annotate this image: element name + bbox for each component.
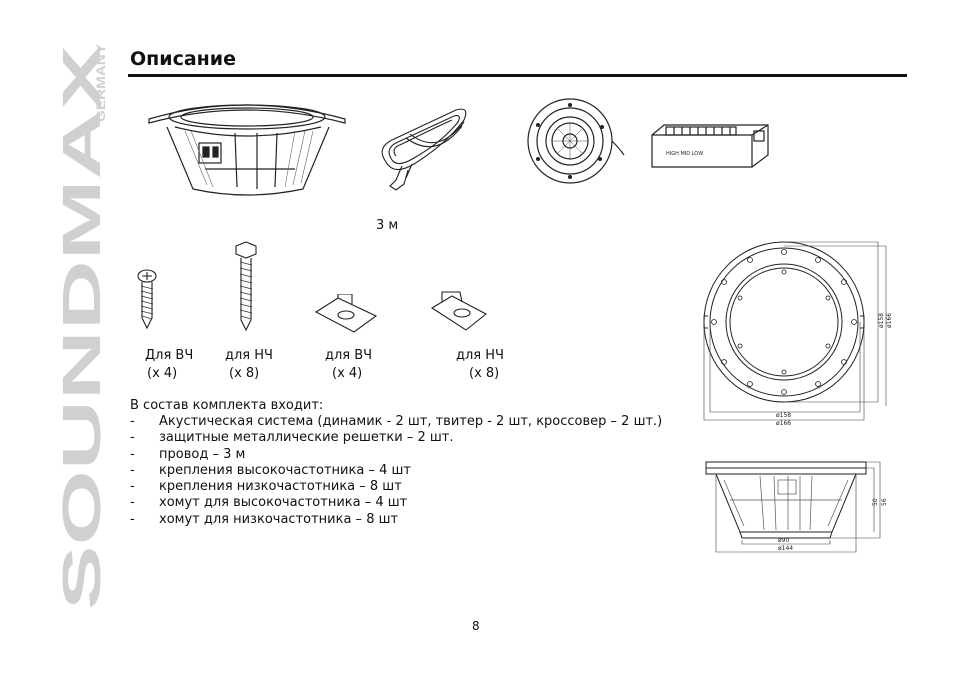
screw-long-image xyxy=(235,241,257,332)
list-item: -крепления высокочастотника – 4 шт xyxy=(130,462,411,478)
screw-small-image xyxy=(137,269,157,330)
dim-front-d2-h: ø166 xyxy=(776,420,791,427)
kit-intro: В состав комплекта входит: xyxy=(130,398,324,413)
fastener-1-label: Для ВЧ xyxy=(145,348,194,363)
kit-item-text: крепления низкочастотника – 8 шт xyxy=(159,479,402,495)
dim-side-w1: ø90 xyxy=(778,537,789,544)
list-item: -хомут для низкочастотника – 8 шт xyxy=(130,511,399,527)
dim-front-d1-h: ø158 xyxy=(776,412,791,419)
speaker-front-drawing: ø158 ø166 ø158 ø166 xyxy=(703,241,893,427)
page-number: 8 xyxy=(472,619,480,633)
list-item: -хомут для высокочастотника – 4 шт xyxy=(130,495,408,511)
kit-item-text: Акустическая система (динамик - 2 шт, тв… xyxy=(159,414,663,429)
list-item: -Акустическая система (динамик - 2 шт, т… xyxy=(130,414,663,429)
kit-item-text: хомут для низкочастотника – 8 шт xyxy=(159,511,399,527)
kit-list: -Акустическая система (динамик - 2 шт, т… xyxy=(130,414,662,528)
brand-logo: SOUNDMAX GERMANY xyxy=(58,44,108,610)
dim-side-h2: 56 xyxy=(881,498,888,506)
list-item: -крепления низкочастотника – 8 шт xyxy=(130,479,402,495)
dim-front-d1: ø158 xyxy=(878,313,885,328)
page-title: Описание xyxy=(130,48,237,70)
fastener-2-qty: (x 8) xyxy=(229,366,260,381)
fastener-1-qty: (x 4) xyxy=(147,366,178,381)
fastener-4-qty: (x 8) xyxy=(469,366,500,381)
bracket-small-image xyxy=(314,294,378,333)
list-item: -защитные металлические решетки – 2 шт. xyxy=(130,430,454,446)
wire-length-label: 3 м xyxy=(376,218,399,233)
fastener-4-label: для НЧ xyxy=(456,348,504,363)
tweeter-image xyxy=(527,98,625,184)
bracket-large-image xyxy=(430,291,487,331)
dim-side-h1: 50 xyxy=(872,498,879,506)
kit-item-text: защитные металлические решетки – 2 шт. xyxy=(159,430,454,446)
dim-front-d2: ø166 xyxy=(886,313,893,328)
fastener-3-label: для ВЧ xyxy=(325,348,373,363)
crossover-image: HIGH MID LOW xyxy=(651,124,769,168)
brand-name: SOUNDMAX xyxy=(58,45,108,610)
kit-item-text: провод – 3 м xyxy=(159,446,246,462)
kit-item-text: хомут для высокочастотника – 4 шт xyxy=(159,495,408,511)
speaker-side-drawing: ø90 ø144 50 56 xyxy=(705,461,888,553)
fastener-3-qty: (x 4) xyxy=(332,366,363,381)
fastener-2-label: для НЧ xyxy=(225,348,273,363)
crossover-terminal-labels: HIGH MID LOW xyxy=(666,151,703,157)
dim-side-w2: ø144 xyxy=(778,545,793,552)
wire-image xyxy=(381,108,467,191)
list-item: -провод – 3 м xyxy=(130,446,246,462)
woofer-image xyxy=(148,104,346,196)
kit-item-text: крепления высокочастотника – 4 шт xyxy=(159,462,411,478)
brand-sub: GERMANY xyxy=(94,44,108,122)
title-rule xyxy=(128,74,907,77)
